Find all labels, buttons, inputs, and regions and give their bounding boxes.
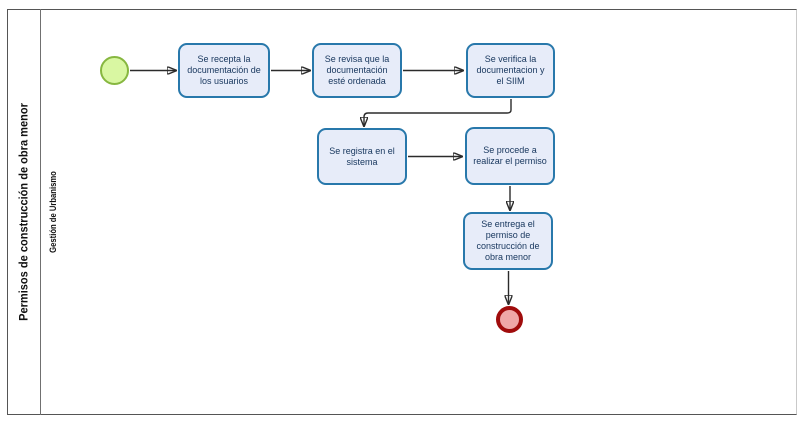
task-label: Se recepta la documentación de los usuar…	[187, 54, 261, 86]
end-event[interactable]	[496, 306, 523, 333]
task-recepta-documentacion[interactable]: Se recepta la documentación de los usuar…	[178, 43, 270, 98]
pool-header: Permisos de construcción de obra menor	[7, 9, 40, 415]
task-label: Se procede a realizar el permiso	[473, 145, 547, 166]
task-procede-permiso[interactable]: Se procede a realizar el permiso	[465, 127, 555, 185]
lane-header: Gestión de Urbanismo	[41, 9, 66, 415]
task-verifica-documentacion-siim[interactable]: Se verifica la documentacion y el SIIM	[466, 43, 555, 98]
task-registra-sistema[interactable]: Se registra en el sistema	[317, 128, 407, 185]
task-label: Se entrega el permiso de construcción de…	[476, 219, 540, 262]
pool-title: Permisos de construcción de obra menor	[16, 103, 31, 321]
lane-title: Gestión de Urbanismo	[48, 171, 59, 253]
task-entrega-permiso[interactable]: Se entrega el permiso de construcción de…	[463, 212, 553, 270]
task-label: Se verifica la documentacion y el SIIM	[476, 54, 545, 86]
lane-divider	[40, 9, 41, 415]
task-label: Se registra en el sistema	[329, 145, 395, 167]
task-label: Se revisa que la documentación esté orde…	[324, 54, 390, 86]
process-pool	[7, 9, 797, 415]
start-event[interactable]	[100, 56, 129, 85]
task-revisa-documentacion[interactable]: Se revisa que la documentación esté orde…	[312, 43, 402, 98]
